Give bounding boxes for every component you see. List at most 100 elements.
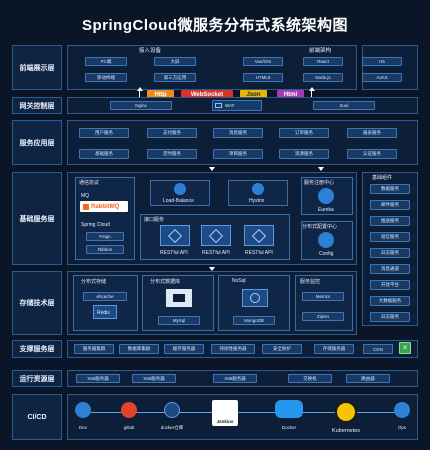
connector-right (311, 90, 312, 98)
spring-feign: Feign (86, 232, 124, 241)
gateway-nginx: Nginx (110, 101, 172, 110)
api-label-2: RESTful API (202, 250, 230, 256)
layer-label-support: 支撑服务层 (12, 340, 62, 358)
spring-cloud-title: Spring Cloud (81, 222, 110, 228)
component-3: 推送服务 (370, 216, 410, 226)
monitor-box (295, 275, 353, 331)
service-payment: 支付服务 (147, 128, 197, 138)
jenkins-icon (212, 400, 238, 426)
cube-icon (167, 228, 183, 243)
mq-title: MQ (81, 193, 90, 199)
cube-icon (208, 228, 224, 243)
config-label: Config (319, 251, 334, 257)
component-1: 数据服务 (370, 184, 410, 194)
cicd-docker-registry-label: docker仓库 (160, 425, 184, 430)
component-7: 开放平台 (370, 280, 410, 290)
kubernetes-icon (335, 401, 357, 423)
access-devices-title: 接入设备 (138, 48, 161, 54)
nosql-title: NoSql (232, 278, 246, 284)
support-cdn: CDN (363, 344, 393, 354)
support-cache: 缓存服务器 (164, 344, 204, 354)
connector-left (139, 90, 140, 98)
frontend-arch-title: 前端架构 (308, 48, 331, 54)
arch-item-h5: H5 (362, 57, 402, 66)
hystrix-icon (252, 183, 264, 195)
arrow-up-left (137, 87, 143, 91)
arrow-down-storage (209, 267, 215, 271)
component-9: 日志服务 (370, 312, 410, 322)
redis-tile (93, 305, 117, 319)
api-tile-2 (201, 225, 231, 246)
ops-icon (394, 402, 410, 418)
service-report: 报表服务 (347, 128, 397, 138)
arrow-down-registry (318, 167, 324, 171)
support-persistence: 持续性服务器 (211, 344, 255, 354)
access-item-screen: 大屏 (154, 57, 196, 66)
gitlab-icon (121, 402, 137, 418)
layer-label-runtime: 运行资源层 (12, 370, 62, 387)
redis-label: Redis (97, 310, 110, 316)
hystrix-label: Hystrix (249, 198, 265, 204)
mongodb-label: MongoDB (233, 316, 275, 325)
arch-item-html5: HTML5 (243, 73, 283, 82)
distributed-db-title: 分布式数据库 (150, 279, 181, 285)
component-5: 日志服务 (370, 248, 410, 258)
monitor-zipkin: Zipkin (302, 312, 344, 321)
runtime-x86-3: X86服务器 (213, 374, 257, 383)
access-item-pc: PC端 (85, 57, 127, 66)
cdn-icon: ✕ (399, 342, 411, 354)
support-security: 安全防护 (262, 344, 302, 354)
comm-protocol-title: 通信协议 (79, 180, 100, 186)
rabbit-icon (83, 203, 89, 210)
frontend-right-panel (362, 45, 418, 90)
service-message: 消息服务 (213, 128, 263, 138)
monitor-icon (215, 103, 222, 108)
mysql-tile (166, 289, 192, 307)
cicd-ops-label: Ops (397, 425, 407, 430)
cicd-flow-line (90, 412, 400, 413)
network-icon (174, 183, 186, 195)
eureka-icon (318, 188, 334, 204)
docker-registry-icon (164, 402, 180, 418)
nodes-icon (250, 293, 260, 303)
config-title: 分布式配置中心 (302, 224, 338, 230)
support-server-cluster: 服务器集群 (74, 344, 114, 354)
runtime-x86-1: X86服务器 (76, 374, 120, 383)
layer-label-frontend: 前端展示层 (12, 45, 62, 90)
eureka-label: Eureka (318, 207, 334, 213)
monitor-metrics: Metrics (302, 292, 344, 301)
arch-item-react: React (303, 57, 343, 66)
cicd-docker-label: Docker (281, 425, 297, 430)
layer-label-base-service: 基础服务层 (12, 172, 62, 265)
component-8: 大数据服务 (370, 296, 410, 306)
cube-icon (251, 228, 267, 243)
gateway-waf-label: WAF (225, 103, 235, 108)
component-6: 消息通道 (370, 264, 410, 274)
load-balance-label: Load-Balance (163, 198, 194, 204)
api-tile-3 (244, 225, 274, 246)
support-storage: 存储服务器 (314, 344, 354, 354)
layer-label-gateway: 网关控制层 (12, 97, 62, 114)
api-tile-1 (160, 225, 190, 246)
service-scheduled: 定时服务 (147, 149, 197, 159)
mysql-label: MySql (158, 316, 200, 325)
components-title: 基础组件 (372, 175, 393, 181)
component-4: 短信服务 (370, 232, 410, 242)
access-item-mobile: 移动终端 (85, 73, 127, 82)
rabbitmq-name: RabbitMQ (91, 203, 120, 210)
service-project: 项目服务 (213, 149, 263, 159)
component-2: 邮件服务 (370, 200, 410, 210)
cicd-jenkins-label: Jenkins (216, 419, 234, 424)
protocol-json: Json (240, 90, 267, 99)
api-label-3: RESTful API (245, 250, 273, 256)
mongodb-tile (242, 289, 268, 307)
api-service-title: 接口服务 (144, 217, 165, 223)
service-basic: 基础服务 (79, 149, 129, 159)
protocol-html: Html (277, 90, 304, 99)
monitor-title: 服务监控 (300, 279, 321, 285)
runtime-router: 路由器 (346, 374, 390, 383)
protocol-websocket: WebSocket (181, 90, 233, 99)
arrow-down-service (209, 167, 215, 171)
service-order: 订单服务 (279, 128, 329, 138)
database-icon (173, 294, 185, 302)
